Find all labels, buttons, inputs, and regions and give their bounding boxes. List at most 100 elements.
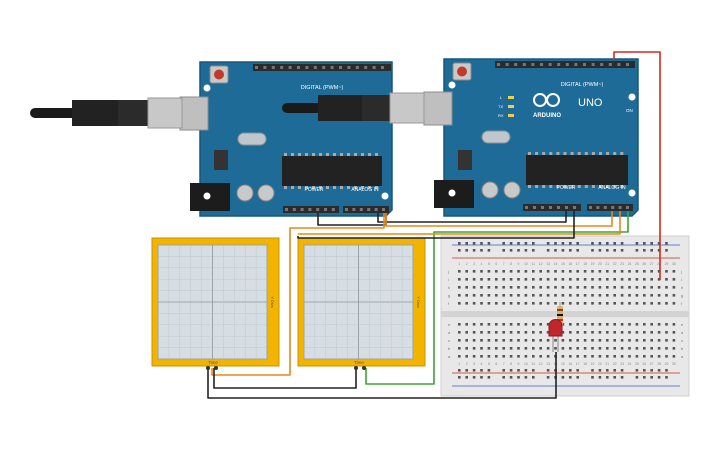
breadboard-holes	[458, 242, 676, 379]
row-letter: f	[448, 301, 450, 306]
digital-header-holes	[255, 66, 384, 69]
column-number: 1	[458, 262, 460, 266]
scope-side-label: Y Divs	[416, 296, 421, 307]
arduino-logo-icon	[533, 93, 560, 107]
capacitor	[257, 184, 275, 202]
bottom-header-holes	[525, 206, 629, 209]
chip-pins	[284, 153, 378, 189]
brand-label: ARDUINO	[533, 113, 561, 119]
mount-hole	[628, 93, 636, 101]
arduino-right[interactable]: DIGITAL (PWM~) ARDUINO UNO ON L TX RX PO…	[423, 58, 639, 217]
column-number: 30	[672, 362, 676, 366]
column-number: 8	[510, 362, 512, 366]
column-number: 19	[591, 362, 595, 366]
usb-socket	[423, 91, 453, 126]
column-number: 23	[620, 262, 624, 266]
column-number: 29	[665, 362, 669, 366]
column-number: 17	[576, 362, 580, 366]
column-number: 7	[503, 262, 505, 266]
arduino-left[interactable]: DIGITAL (PWM~) POWER ANALOG IN	[179, 61, 393, 217]
column-number: 20	[598, 362, 602, 366]
row-letter: g	[448, 293, 450, 298]
power-label: POWER	[557, 185, 576, 191]
row-letter: j	[680, 269, 682, 274]
svg-text:L: L	[500, 95, 503, 100]
reset-button-cap	[214, 69, 224, 80]
usb-socket	[179, 96, 209, 131]
column-number: 15	[561, 262, 565, 266]
column-number: 8	[510, 262, 512, 266]
column-number: 2	[466, 362, 468, 366]
column-number: 28	[657, 362, 661, 366]
capacitor	[481, 181, 499, 199]
column-number: 18	[583, 362, 587, 366]
power-label: POWER	[305, 187, 324, 193]
regulator	[458, 150, 472, 170]
column-number: 18	[583, 262, 587, 266]
column-number: 4	[481, 362, 483, 366]
digital-header	[495, 61, 635, 68]
mount-hole	[628, 189, 636, 197]
column-number: 26	[642, 262, 646, 266]
column-number: 11	[532, 362, 536, 366]
svg-text:RX: RX	[498, 113, 504, 118]
column-number: 28	[657, 262, 661, 266]
column-number: 13	[546, 262, 550, 266]
column-number: 21	[605, 362, 609, 366]
column-number: 1	[458, 362, 460, 366]
column-number: 26	[642, 362, 646, 366]
row-letter: c	[448, 338, 450, 343]
column-number: 21	[605, 262, 609, 266]
led-red[interactable]	[548, 319, 563, 353]
row-letter: d	[448, 330, 450, 335]
analog-header	[343, 206, 389, 213]
column-number: 16	[568, 362, 572, 366]
analog-label: ANALOG IN	[351, 187, 379, 193]
status-leds: L TX RX	[498, 95, 514, 118]
crystal	[237, 132, 267, 146]
scope-grid	[158, 245, 267, 359]
mount-hole	[203, 192, 211, 200]
wire-red	[613, 51, 661, 280]
wire-green	[365, 211, 629, 385]
microcontroller-chip	[526, 155, 628, 185]
oscilloscope-right[interactable]: Y Divs Time	[297, 237, 426, 367]
column-number: 5	[488, 262, 490, 266]
column-number: 5	[488, 362, 490, 366]
column-number: 3	[473, 262, 475, 266]
column-number: 10	[524, 362, 528, 366]
digital-header-holes	[497, 63, 629, 66]
wire-black	[207, 352, 557, 399]
mount-hole	[203, 84, 211, 92]
row-letter: i	[448, 277, 449, 282]
row-letter: h	[681, 285, 683, 290]
row-letter: f	[681, 301, 683, 306]
column-number: 25	[635, 362, 639, 366]
digital-header	[253, 64, 391, 71]
column-number: 30	[672, 262, 676, 266]
column-number: 24	[628, 362, 632, 366]
column-number: 9	[518, 262, 520, 266]
oscilloscope-left[interactable]: Y Divs Time	[151, 237, 280, 367]
analog-label: ANALOG IN	[598, 185, 626, 191]
column-number: 4	[481, 262, 483, 266]
wire-orange	[211, 213, 385, 376]
column-number: 12	[539, 262, 543, 266]
wires	[207, 51, 661, 399]
column-number: 2	[466, 262, 468, 266]
column-number: 19	[591, 262, 595, 266]
on-led-label: ON	[626, 108, 633, 113]
column-number: 7	[503, 362, 505, 366]
mount-hole	[448, 189, 456, 197]
wire-black	[213, 368, 357, 389]
capacitor	[503, 181, 521, 199]
usb-cable-left	[30, 97, 183, 129]
scope-side-label: Y Divs	[270, 296, 275, 307]
column-number: 6	[495, 262, 497, 266]
scope-probe-terminals[interactable]	[206, 366, 366, 370]
model-label: UNO	[578, 97, 603, 109]
row-letter: c	[681, 338, 683, 343]
wire-orange	[298, 211, 621, 235]
